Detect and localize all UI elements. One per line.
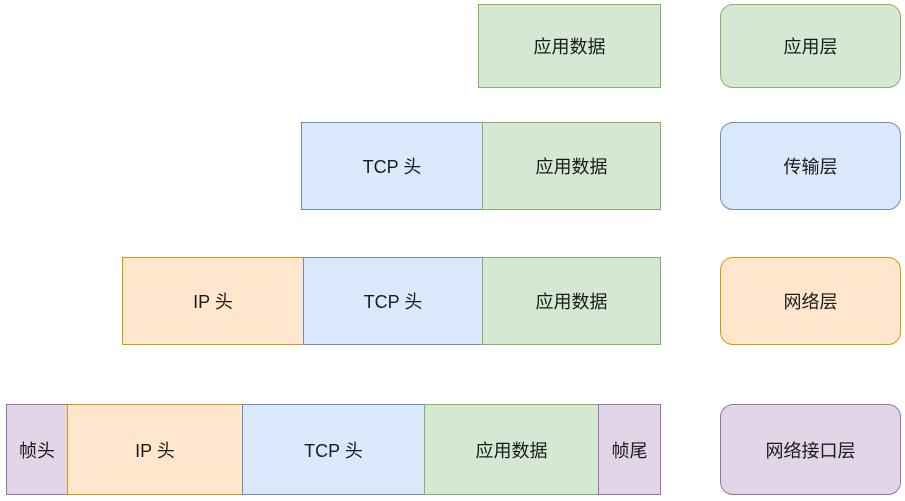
layer-box-network-layer: 网络层	[720, 257, 901, 345]
packet-row-transport-layer: TCP 头应用数据	[301, 122, 661, 210]
segment-app-data: 应用数据	[482, 257, 661, 345]
segment-tcp-header: TCP 头	[303, 257, 483, 345]
segment-ip-header: IP 头	[122, 257, 304, 345]
segment-tcp-header: TCP 头	[301, 122, 483, 210]
segment-app-data: 应用数据	[424, 404, 599, 495]
segment-frame-header: 帧头	[6, 404, 68, 495]
layer-box-network-interface-layer: 网络接口层	[720, 404, 901, 495]
segment-app-data: 应用数据	[482, 122, 661, 210]
segment-frame-trailer: 帧尾	[598, 404, 661, 495]
segment-tcp-header: TCP 头	[242, 404, 425, 495]
segment-ip-header: IP 头	[67, 404, 243, 495]
layer-box-application-layer: 应用层	[720, 4, 901, 88]
layer-box-transport-layer: 传输层	[720, 122, 901, 210]
packet-row-application-layer: 应用数据	[478, 4, 661, 88]
segment-app-data: 应用数据	[478, 4, 661, 88]
